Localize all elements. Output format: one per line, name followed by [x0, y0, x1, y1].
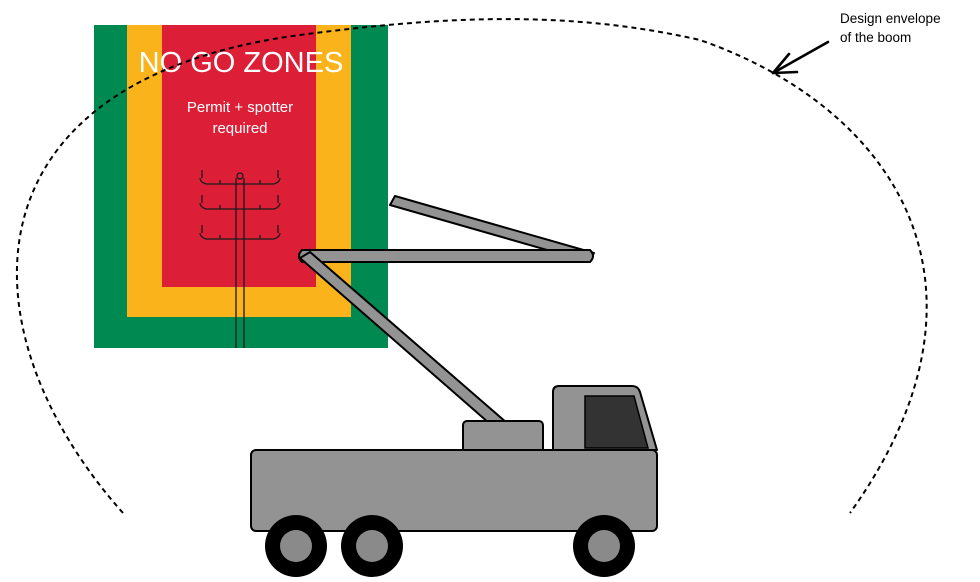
upper-boom-arm: [298, 195, 595, 263]
truck-wheel: [265, 515, 327, 577]
truck-body: [250, 449, 658, 532]
zones-note-line1: Permit + spotter: [187, 99, 293, 116]
inner-zone-red: [162, 25, 316, 287]
truck-wheel: [341, 515, 403, 577]
utility-pole-icon: [199, 170, 281, 348]
truck-window-icon: [584, 395, 649, 449]
truck: [250, 385, 658, 577]
zones-title: NO GO ZONES: [139, 47, 344, 79]
envelope-caption-line1: Design envelope: [840, 11, 941, 26]
truck-wheel: [573, 515, 635, 577]
boom-turret: [462, 420, 544, 454]
no-go-zones: [94, 25, 388, 348]
pointer-arrow-icon: [771, 40, 830, 75]
envelope-caption-line2: of the boom: [840, 30, 911, 45]
zones-note-line2: required: [212, 120, 267, 137]
